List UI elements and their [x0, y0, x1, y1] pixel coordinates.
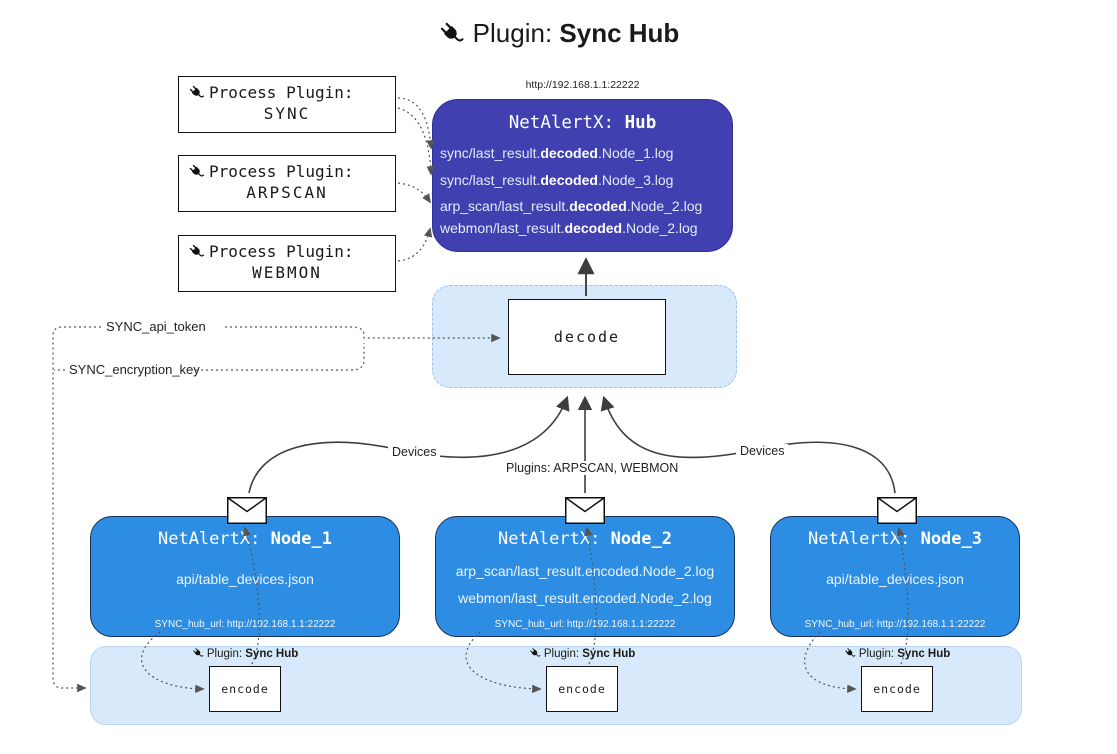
- encode-plugin-label: Plugin: Sync Hub: [827, 647, 967, 660]
- envelope-icon: [877, 497, 917, 524]
- envelope-icon: [227, 497, 267, 524]
- hub-box: NetAlertX: Hub sync/last_result.decoded.…: [432, 99, 733, 252]
- process-plugin-sync: Process Plugin: SYNC: [178, 76, 396, 133]
- process-plugin-name: SYNC: [263, 104, 311, 123]
- process-plugin-label: Process Plugin:: [209, 83, 354, 102]
- decode-box: decode: [508, 299, 666, 375]
- node-title: NetAlertX: Node_3: [807, 529, 982, 549]
- hub-title: NetAlertX: Hub: [508, 113, 657, 133]
- process-plugin-arpscan: Process Plugin: ARPSCAN: [178, 155, 396, 212]
- plug-icon: [438, 20, 465, 47]
- node-file: api/table_devices.json: [176, 571, 314, 587]
- dotted-secrets-to-encode-panel: [52, 326, 101, 693]
- page-title-prefix: Plugin:: [472, 18, 560, 48]
- hub-url: http://192.168.1.1:22222: [525, 79, 640, 91]
- process-plugin-label: Process Plugin:: [209, 162, 354, 181]
- node-box-node1: NetAlertX: Node_1 api/table_devices.json…: [90, 516, 400, 637]
- plug-icon: [188, 243, 205, 260]
- edge-label-plugins: Plugins: ARPSCAN, WEBMON: [502, 461, 683, 475]
- dotted-webmon-to-log4: [397, 227, 433, 262]
- edge-label-devices-left: Devices: [388, 445, 441, 459]
- hub-log-line: webmon/last_result.decoded.Node_2.log: [440, 220, 698, 236]
- encode-box: encode: [861, 666, 933, 712]
- decode-label: decode: [553, 328, 621, 346]
- dotted-sync-to-log2: [397, 107, 435, 176]
- envelope-icon: [565, 497, 605, 524]
- hub-log-line: sync/last_result.decoded.Node_1.log: [440, 145, 674, 161]
- edge-label-devices-right: Devices: [736, 444, 789, 458]
- node-box-node2: NetAlertX: Node_2 arp_scan/last_result.e…: [435, 516, 735, 637]
- node-hub-url: SYNC_hub_url: http://192.168.1.1:22222: [804, 619, 986, 630]
- node-file: arp_scan/last_result.encoded.Node_2.log: [455, 563, 715, 579]
- encode-plugin-label: Plugin: Sync Hub: [175, 647, 315, 660]
- page-title: Plugin: Sync Hub: [0, 18, 1117, 49]
- node-hub-url: SYNC_hub_url: http://192.168.1.1:22222: [494, 619, 676, 630]
- process-plugin-name: WEBMON: [252, 263, 322, 282]
- plug-icon: [529, 647, 541, 659]
- node-title: NetAlertX: Node_1: [157, 529, 332, 549]
- sync-api-token-label: SYNC_api_token: [104, 319, 208, 334]
- node-title: NetAlertX: Node_2: [497, 529, 672, 549]
- dotted-arpscan-to-log3: [397, 182, 431, 204]
- node-box-node3: NetAlertX: Node_3 api/table_devices.json…: [770, 516, 1020, 637]
- dotted-encryption-key-join: [191, 343, 365, 371]
- plug-icon: [188, 163, 205, 180]
- node-hub-url: SYNC_hub_url: http://192.168.1.1:22222: [154, 619, 336, 630]
- hub-log-line: arp_scan/last_result.decoded.Node_2.log: [440, 198, 703, 214]
- process-plugin-name: ARPSCAN: [246, 183, 328, 202]
- dotted-sync-to-log1: [397, 97, 435, 150]
- page-title-bold: Sync Hub: [559, 18, 680, 48]
- plug-icon: [844, 647, 856, 659]
- process-plugin-label: Process Plugin:: [209, 242, 354, 261]
- plug-icon: [192, 647, 204, 659]
- encode-plugin-label: Plugin: Sync Hub: [512, 647, 652, 660]
- sync-encryption-key-label: SYNC_encryption_key: [67, 362, 202, 377]
- node-file: webmon/last_result.encoded.Node_2.log: [458, 590, 712, 606]
- hub-log-line: sync/last_result.decoded.Node_3.log: [440, 172, 674, 188]
- encode-box: encode: [209, 666, 281, 712]
- process-plugin-webmon: Process Plugin: WEBMON: [178, 235, 396, 292]
- node-file: api/table_devices.json: [826, 571, 964, 587]
- plug-icon: [188, 84, 205, 101]
- encode-box: encode: [546, 666, 618, 712]
